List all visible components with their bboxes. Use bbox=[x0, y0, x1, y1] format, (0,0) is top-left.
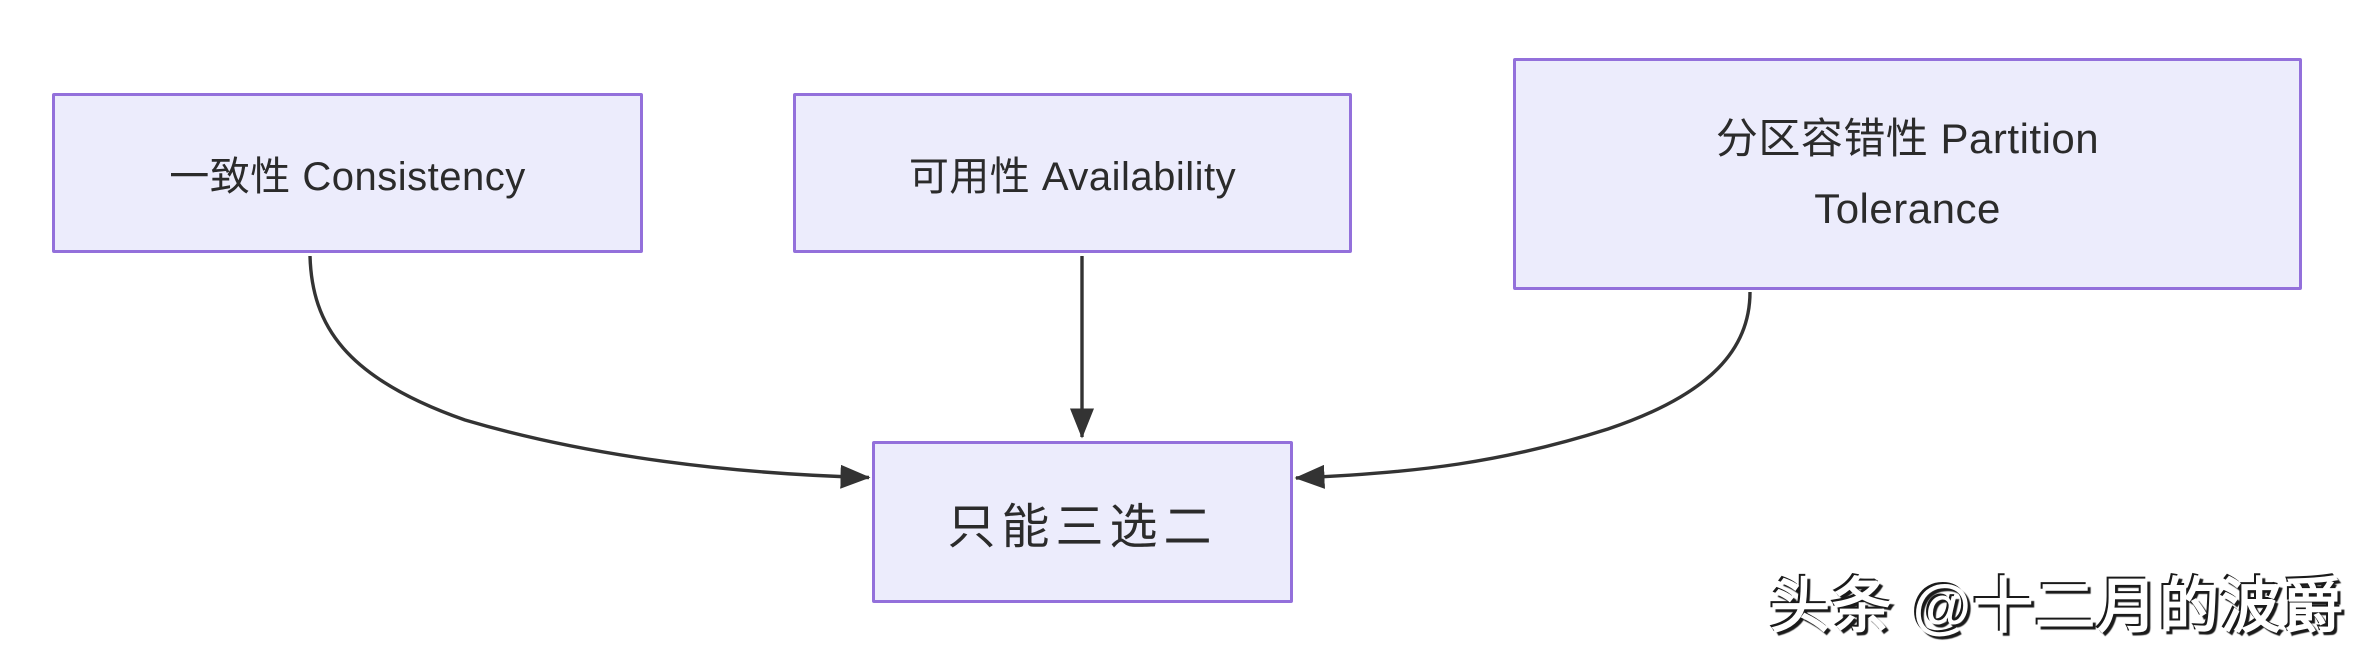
node-consistency: 一致性 Consistency bbox=[52, 93, 643, 253]
node-availability: 可用性 Availability bbox=[793, 93, 1352, 253]
node-partition-tolerance: 分区容错性 Partition Tolerance bbox=[1513, 58, 2302, 290]
watermark-text: 头条 @十二月的波爵 bbox=[1770, 573, 2346, 640]
edge-consistency-to-picktwo bbox=[308, 255, 871, 489]
edge-partition-to-picktwo bbox=[1294, 291, 1752, 489]
node-availability-label: 可用性 Availability bbox=[908, 155, 1237, 199]
node-partition-tolerance-label: 分区容错性 Partition Tolerance bbox=[1715, 115, 2100, 232]
node-pick-two-label: 只能三选二 bbox=[947, 501, 1218, 554]
node-pick-two: 只能三选二 bbox=[872, 441, 1293, 603]
node-consistency-label: 一致性 Consistency bbox=[169, 155, 526, 199]
